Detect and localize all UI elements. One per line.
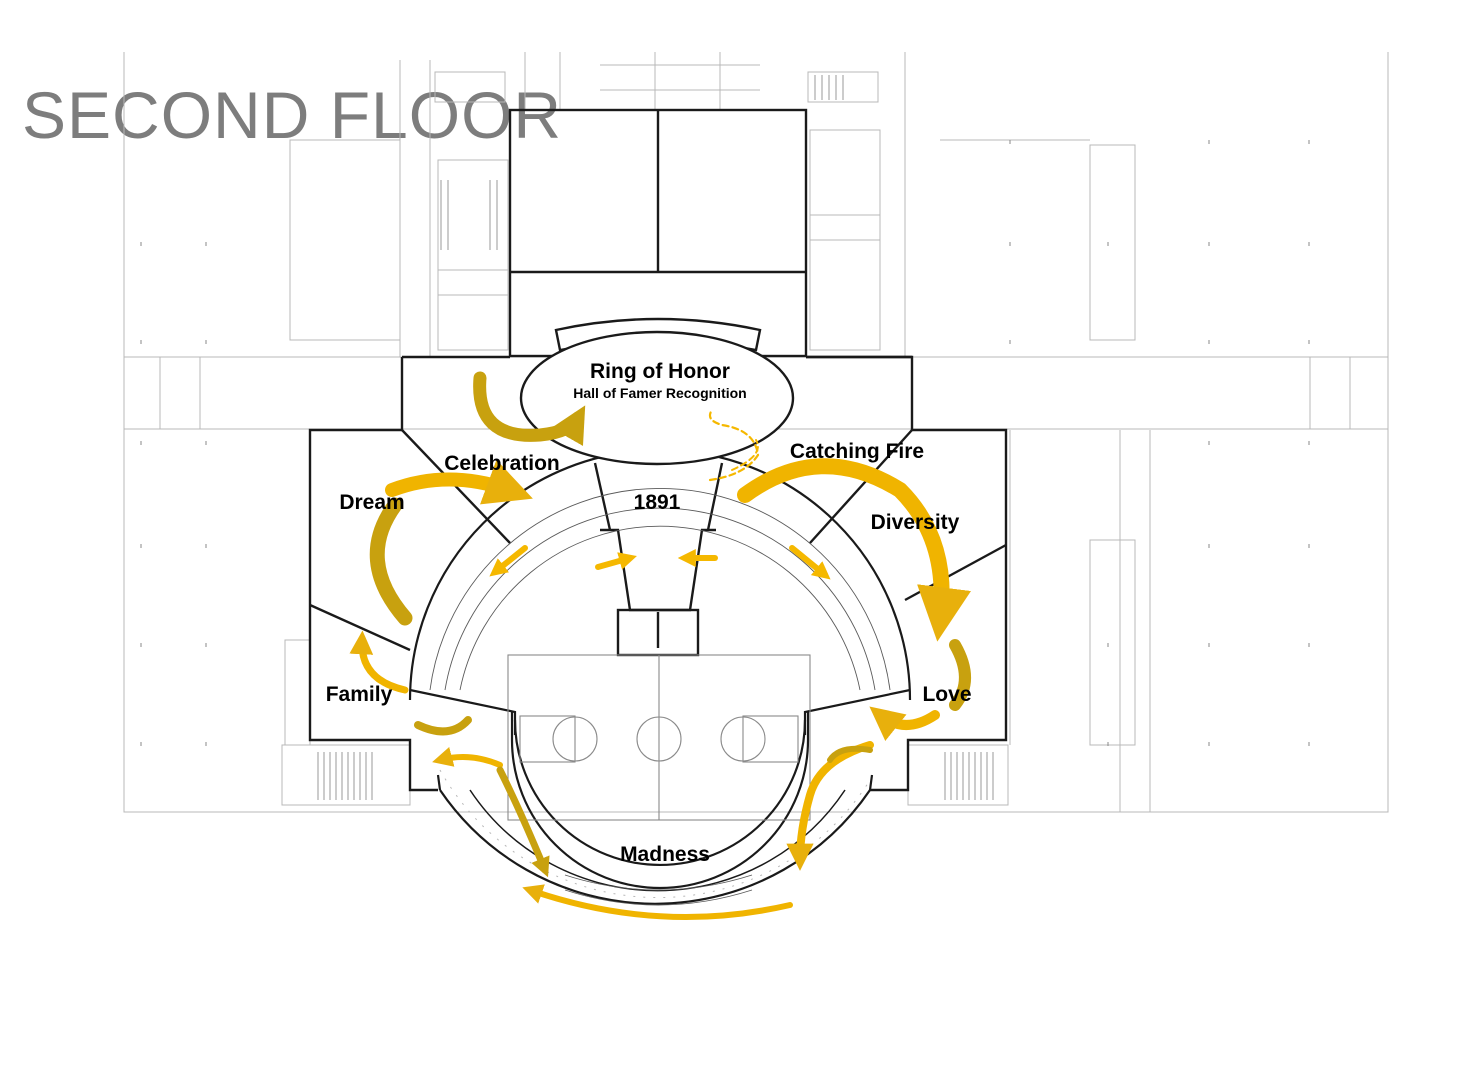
arrow-dream-loop (369, 497, 413, 626)
seating-rows (429, 488, 891, 906)
label-ring-of-honor: Ring of Honor (590, 360, 730, 383)
arrow-love-return (869, 706, 940, 742)
ring-of-honor-ellipse (519, 330, 795, 466)
arrow-catching-fire-diversity (737, 458, 972, 642)
arrow-stair-right (789, 545, 831, 580)
label-celebration: Celebration (444, 452, 560, 475)
label-1891: 1891 (634, 491, 681, 514)
arrow-stair-left (489, 545, 528, 577)
floor-title: SECOND FLOOR (22, 78, 563, 152)
label-dream: Dream (339, 491, 404, 514)
stair-hatching (317, 75, 994, 800)
arrow-madness-sweep (522, 884, 793, 920)
arrow-entry-celebration (473, 371, 586, 446)
arrow-madness-left (432, 746, 503, 768)
arrow-diversity-love (949, 639, 971, 711)
label-catching-fire: Catching Fire (790, 440, 924, 463)
label-love: Love (922, 683, 971, 706)
label-diversity: Diversity (871, 511, 960, 534)
arrow-dream-celebration (385, 459, 533, 505)
arrow-madness-descend (496, 766, 550, 878)
label-madness: Madness (620, 843, 710, 866)
column-markers (140, 140, 1310, 746)
arrow-right-descend (786, 741, 874, 871)
arrow-stair-center-left (595, 552, 637, 570)
basketball-court (507, 654, 811, 821)
label-family: Family (326, 683, 393, 706)
background-building-outline (123, 52, 1389, 898)
flow-arrows (349, 371, 972, 920)
arrow-ring-dashed-loop (708, 408, 760, 482)
arrow-right-upper (827, 745, 873, 763)
arrow-family-down (414, 716, 472, 736)
arrow-family-up (349, 630, 409, 694)
label-ring-subtitle: Hall of Famer Recognition (573, 385, 746, 401)
arena-inner-arc (513, 719, 807, 867)
